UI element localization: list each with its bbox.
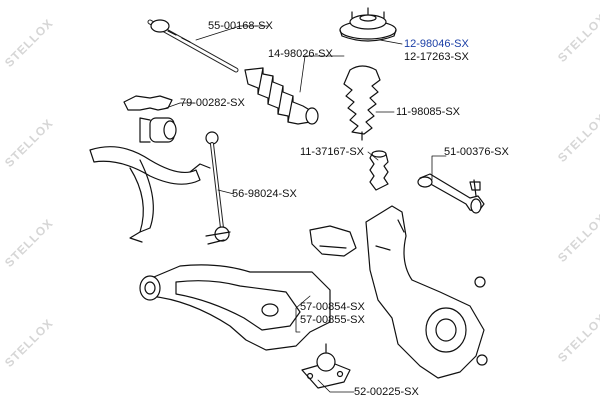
- label-51-00376: 51-00376-SX: [444, 146, 509, 158]
- stabilizer-bar-illustration: [89, 146, 211, 243]
- strut-clamp-illustration: [309, 225, 357, 257]
- control-arm-illustration: [139, 264, 331, 351]
- strut-boot-illustration: [343, 65, 381, 141]
- strut-mount-illustration: [339, 7, 397, 42]
- label-57-00854: 57-00854-SX: [300, 301, 365, 313]
- stabilizer-link-illustration: [205, 131, 231, 245]
- label-12-98046: 12-98046-SX: [404, 38, 469, 50]
- label-79-00282: 79-00282-SX: [180, 97, 245, 109]
- label-57-00855: 57-00855-SX: [300, 314, 365, 326]
- tie-rod-end-illustration: [417, 173, 485, 214]
- steering-knuckle-illustration: [365, 205, 488, 379]
- tie-rod-illustration: [147, 19, 239, 73]
- stabilizer-bushing-illustration: [123, 95, 177, 143]
- label-11-37167: 11-37167-SX: [300, 146, 365, 158]
- label-14-98026: 14-98026-SX: [268, 48, 333, 60]
- label-11-98085: 11-98085-SX: [396, 106, 461, 118]
- steering-boot-illustration: [244, 67, 319, 125]
- label-52-00225: 52-00225-SX: [354, 386, 419, 398]
- label-55-00168: 55-00168-SX: [208, 20, 273, 32]
- bump-stop-illustration: [369, 150, 389, 191]
- leader-lines: [165, 25, 447, 393]
- label-12-17263: 12-17263-SX: [404, 51, 469, 63]
- label-56-98024: 56-98024-SX: [232, 188, 297, 200]
- ball-joint-illustration: [301, 343, 351, 389]
